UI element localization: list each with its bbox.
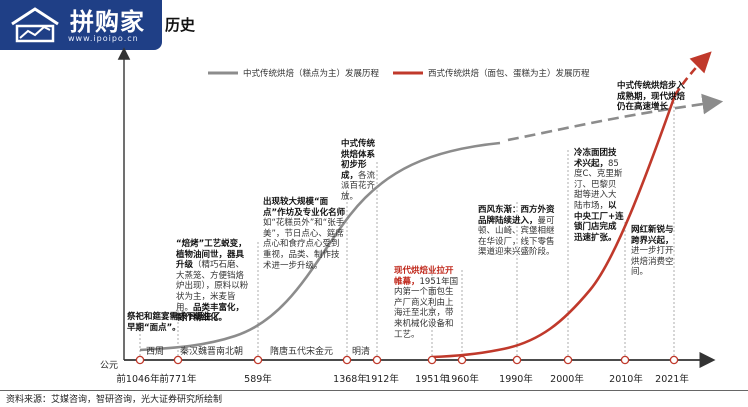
annotation-1990: 西风东渐：西方外资品牌陆续进入，曼可顿、山崎、宾堡相继在华设厂，线下零售渠道迎来… xyxy=(478,205,555,258)
series-western-dashed xyxy=(673,51,712,96)
tick-marker xyxy=(427,355,437,365)
tick-marker xyxy=(135,355,145,365)
annotation-1951: 现代烘焙业拉开帷幕，1951年国内第一个面包生产厂商义利由上海迁至北京，带来机械… xyxy=(394,266,459,340)
legend-label-chinese: 中式传统烘焙（糕点为主）发展历程 xyxy=(243,68,380,79)
annotation-qinhan: “焙烤”工艺蜕变，植物油间世，器具升级（精巧石磨、大蒸笼、方便铛烙炉出现），原料… xyxy=(176,239,249,324)
bakery-history-chart: 公元 中式传统烘焙（糕点为主）发展历程 西式传统烘焙（面包、蛋糕为主）发展历程 … xyxy=(100,47,724,385)
period-label-suitang: 隋唐五代宋金元 xyxy=(270,345,333,357)
period-label-qinhan: 秦汉魏晋南北朝 xyxy=(180,345,243,357)
tick-marker xyxy=(669,355,679,365)
tick-marker xyxy=(457,355,467,365)
tick-marker xyxy=(342,355,352,365)
tick-markers xyxy=(135,355,679,365)
period-guides xyxy=(139,100,675,360)
annotation-2000: 冷冻面团技术兴起，85度C、克里斯汀、巴黎贝甜等进入大陆市场，以中央工厂+连锁门… xyxy=(574,148,624,243)
x-tick-label: 前771年 xyxy=(159,373,197,385)
brand-logo: 拼购家 www.ipoipo.cn xyxy=(0,0,162,50)
annotation-mingqing: 中式传统烘焙体系初步形成，各流派百花齐放。 xyxy=(341,139,376,202)
annotation-2021: 中式传统烘焙步入成熟期，现代烘焙仍在高速增长 xyxy=(617,81,686,113)
source-note: 资料来源：艾媒咨询，智研咨询，光大证券研究所绘制 xyxy=(6,395,223,405)
x-tick-label: 1951年 xyxy=(415,373,449,385)
tick-marker xyxy=(253,355,263,365)
series-chinese-dashed xyxy=(507,93,724,142)
series-western-solid xyxy=(431,94,677,359)
x-tick-labels: 前1046年前771年 589年 1368年1912年 1951年1960年 1990年… xyxy=(116,373,689,385)
x-axis-origin-label: 公元 xyxy=(100,360,118,371)
period-label-mingqing: 明清 xyxy=(352,345,370,357)
x-tick-label: 1960年 xyxy=(445,373,479,385)
x-tick-label: 1912年 xyxy=(365,373,399,385)
x-tick-label: 2010年 xyxy=(609,373,643,385)
x-tick-label: 2021年 xyxy=(655,373,689,385)
legend-label-western: 西式传统烘焙（面包、蛋糕为主）发展历程 xyxy=(428,68,590,79)
annotation-suitang: 出现较大规模“面点”作坊及专业化名师如“花糕员外”和“张手美”，节日点心、筵席点… xyxy=(263,197,346,271)
x-tick-label: 589年 xyxy=(244,373,272,385)
tick-marker xyxy=(563,355,573,365)
period-label-xizhou: 西周 xyxy=(146,346,164,357)
page-title: 历史 xyxy=(165,16,196,34)
x-tick-label: 前1046年 xyxy=(116,373,160,385)
tick-marker xyxy=(512,355,522,365)
x-tick-label: 2000年 xyxy=(550,373,584,385)
logo-text: 拼购家 xyxy=(70,8,145,36)
logo-url: www.ipoipo.cn xyxy=(68,34,139,43)
x-tick-label: 1368年 xyxy=(333,373,367,385)
annotation-xizhou: 祭祀和筵宴需求下诞生了早期“面点”。 xyxy=(127,312,221,333)
tick-marker xyxy=(372,355,382,365)
series-chinese-solid xyxy=(139,141,501,352)
x-tick-label: 1990年 xyxy=(499,373,533,385)
annotation-2010: 网红新锐与跨界兴起，进一步打开烘焙消费空间。 xyxy=(631,225,674,278)
tick-marker xyxy=(620,355,630,365)
footer-rule xyxy=(0,390,748,391)
tick-marker xyxy=(173,355,183,365)
house-chart-icon xyxy=(11,7,59,43)
